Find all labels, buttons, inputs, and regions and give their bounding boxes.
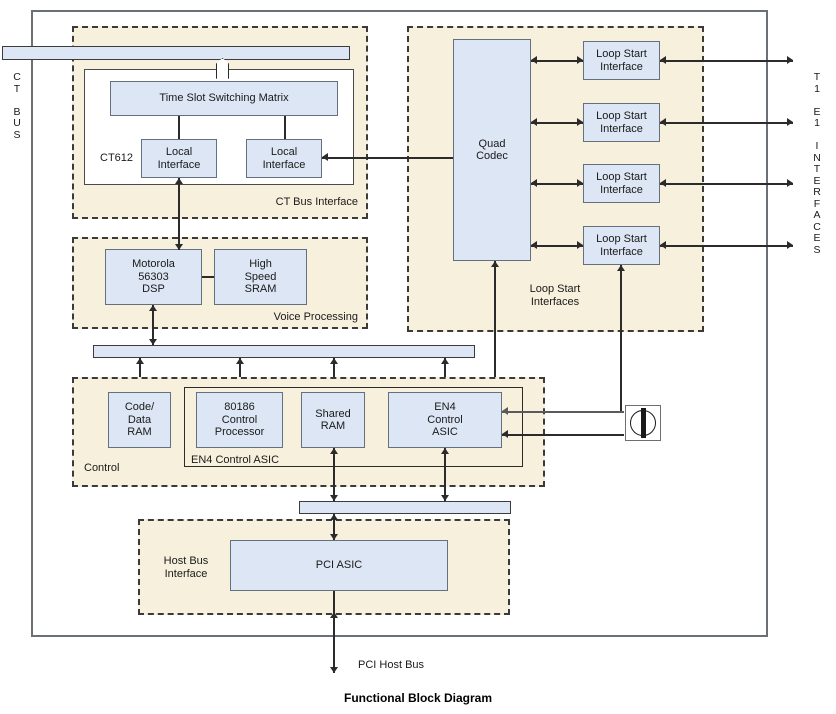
arrow-codec-lsi1-left — [531, 56, 537, 64]
group-loop-start-interfaces-label: Loop Start Interfaces — [529, 283, 581, 308]
group-voice-processing-label: Voice Processing — [273, 311, 358, 323]
internal-data-bus-bar — [93, 345, 475, 358]
line-external-to-en4-upper — [502, 411, 624, 413]
connector-bar-icon — [641, 408, 646, 438]
block-shared-ram: Shared RAM — [301, 392, 365, 448]
line-matrix-to-local1 — [178, 116, 180, 139]
arrow-codec-to-bus-up — [491, 261, 499, 267]
arrow-dsp-to-bus-down — [149, 339, 157, 345]
board-outline — [31, 10, 768, 637]
arrow-local1-to-dsp-down — [175, 244, 183, 250]
arrow-lsi2-out — [787, 118, 793, 126]
arrow-lsi3-in — [660, 179, 666, 187]
line-codec-to-bus — [494, 261, 496, 392]
pci-host-bus-label: PCI Host Bus — [358, 659, 425, 671]
block-code-data-ram: Code/ Data RAM — [108, 392, 171, 448]
arrow-local2-to-codec — [322, 153, 328, 161]
line-bus-to-control-processor — [239, 358, 241, 392]
block-local-interface-1: Local Interface — [141, 139, 217, 178]
line-lsi1-external — [660, 60, 793, 62]
arrow-bus-from-shared-ram — [330, 358, 338, 364]
arrow-lsi4-in — [660, 241, 666, 249]
block-en4-control-asic: EN4 Control ASIC — [388, 392, 502, 448]
line-host-bus-to-pci-asic — [333, 514, 335, 540]
arrow-lsi4-out — [787, 241, 793, 249]
arrow-codec-lsi2-left — [531, 118, 537, 126]
block-pci-asic: PCI ASIC — [230, 540, 448, 591]
line-local1-to-dsp — [178, 178, 180, 250]
line-lsi2-external — [660, 122, 793, 124]
arrow-bus-from-en4-asic — [441, 358, 449, 364]
line-lsi4-external — [660, 245, 793, 247]
line-shared-ram-to-host-bus — [333, 448, 335, 501]
arrow-lsi4-up — [617, 265, 625, 271]
arrow-bus-from-code-data-ram — [136, 358, 144, 364]
group-control-label: Control — [84, 462, 120, 474]
line-bus-to-en4-asic — [444, 358, 446, 392]
group-host-bus-interface-label: Host Bus Interface — [163, 555, 209, 580]
arrow-local1-to-dsp-up — [175, 178, 183, 184]
line-pci-asic-to-host-bus-signal — [333, 591, 335, 673]
arrow-bus-from-control-processor — [236, 358, 244, 364]
group-ct-bus-interface-label: CT Bus Interface — [275, 196, 358, 208]
host-bus-bar — [299, 501, 511, 514]
diagram-caption: Functional Block Diagram — [343, 691, 493, 705]
block-quad-codec: Quad Codec — [453, 39, 531, 261]
block-time-slot-switching-matrix: Time Slot Switching Matrix — [110, 81, 338, 116]
line-matrix-to-local2 — [284, 116, 286, 139]
arrow-external-to-en4-lower — [502, 430, 508, 438]
block-loop-start-interface-1: Loop Start Interface — [583, 41, 660, 80]
line-codec-lsi1 — [531, 60, 583, 62]
arrow-codec-lsi4-right — [577, 241, 583, 249]
arrow-lsi1-in — [660, 56, 666, 64]
line-bus-to-shared-ram — [333, 358, 335, 392]
line-dsp-to-sram — [202, 276, 214, 278]
line-codec-lsi3 — [531, 183, 583, 185]
arrow-host-bus-to-shared-ram — [330, 448, 338, 454]
arrow-external-to-en4-upper — [502, 407, 508, 415]
ct612-label: CT612 — [100, 152, 134, 164]
line-codec-lsi4 — [531, 245, 583, 247]
arrow-lsi3-out — [787, 179, 793, 187]
en4-control-asic-container — [184, 387, 523, 467]
arrow-codec-lsi4-left — [531, 241, 537, 249]
arrow-codec-lsi2-right — [577, 118, 583, 126]
block-80186-control-processor: 80186 Control Processor — [196, 392, 283, 448]
ct-bus-bar — [2, 46, 350, 60]
line-local2-to-codec — [322, 157, 453, 159]
arrow-host-bus-to-pci-asic-down — [330, 534, 338, 540]
ct-bus-side-label: C T B U S — [13, 71, 21, 141]
arrow-pci-asic-up — [330, 612, 338, 618]
line-lsi4-down — [620, 265, 622, 411]
block-local-interface-2: Local Interface — [246, 139, 322, 178]
line-external-to-en4-lower — [502, 434, 624, 436]
line-codec-lsi2 — [531, 122, 583, 124]
block-motorola-56303-dsp: Motorola 56303 DSP — [105, 249, 202, 305]
arrow-codec-lsi3-left — [531, 179, 537, 187]
arrow-codec-lsi1-right — [577, 56, 583, 64]
arrow-lsi1-out — [787, 56, 793, 64]
arrow-codec-lsi3-right — [577, 179, 583, 187]
arrow-pci-asic-to-host-bus-up — [330, 514, 338, 520]
block-loop-start-interface-2: Loop Start Interface — [583, 103, 660, 142]
line-en4-to-host-bus — [444, 448, 446, 501]
t1-e1-interfaces-side-label: T 1 E 1 I N T E R F A C E S — [813, 71, 821, 256]
arrow-pci-host-bus-down — [330, 667, 338, 673]
line-dsp-to-bus — [152, 305, 154, 345]
block-high-speed-sram: High Speed SRAM — [214, 249, 307, 305]
arrow-lsi2-in — [660, 118, 666, 126]
block-loop-start-interface-3: Loop Start Interface — [583, 164, 660, 203]
ring-connector-icon — [625, 405, 661, 441]
arrow-host-bus-to-en4 — [441, 448, 449, 454]
arrow-shared-ram-to-host-bus — [330, 495, 338, 501]
line-bus-to-code-data-ram — [139, 358, 141, 392]
group-en4-control-asic-label: EN4 Control ASIC — [191, 454, 280, 466]
arrow-en4-to-host-bus — [441, 495, 449, 501]
line-lsi3-external — [660, 183, 793, 185]
block-loop-start-interface-4: Loop Start Interface — [583, 226, 660, 265]
arrow-dsp-to-bus-up — [149, 305, 157, 311]
